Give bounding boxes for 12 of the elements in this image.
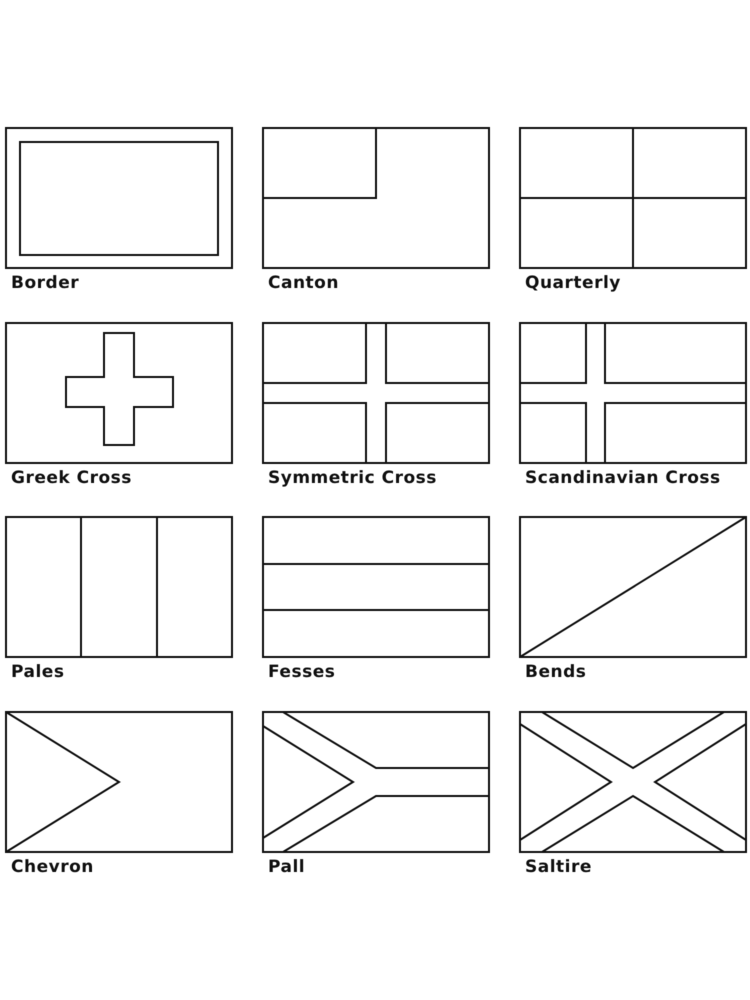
flag-label: Border [11, 273, 80, 293]
flag-label: Fesses [268, 662, 336, 682]
flag-label: Scandinavian Cross [525, 468, 721, 488]
flag-label: Quarterly [525, 273, 621, 293]
flag-label: Pall [268, 857, 306, 877]
flag-label: Pales [11, 662, 64, 682]
flag-label: Bends [525, 662, 586, 682]
flag-label: Chevron [11, 857, 94, 877]
flag-label: Symmetric Cross [268, 468, 437, 488]
flag-label: Greek Cross [11, 468, 132, 488]
flag-label: Canton [268, 273, 339, 293]
flag-label: Saltire [525, 857, 592, 877]
